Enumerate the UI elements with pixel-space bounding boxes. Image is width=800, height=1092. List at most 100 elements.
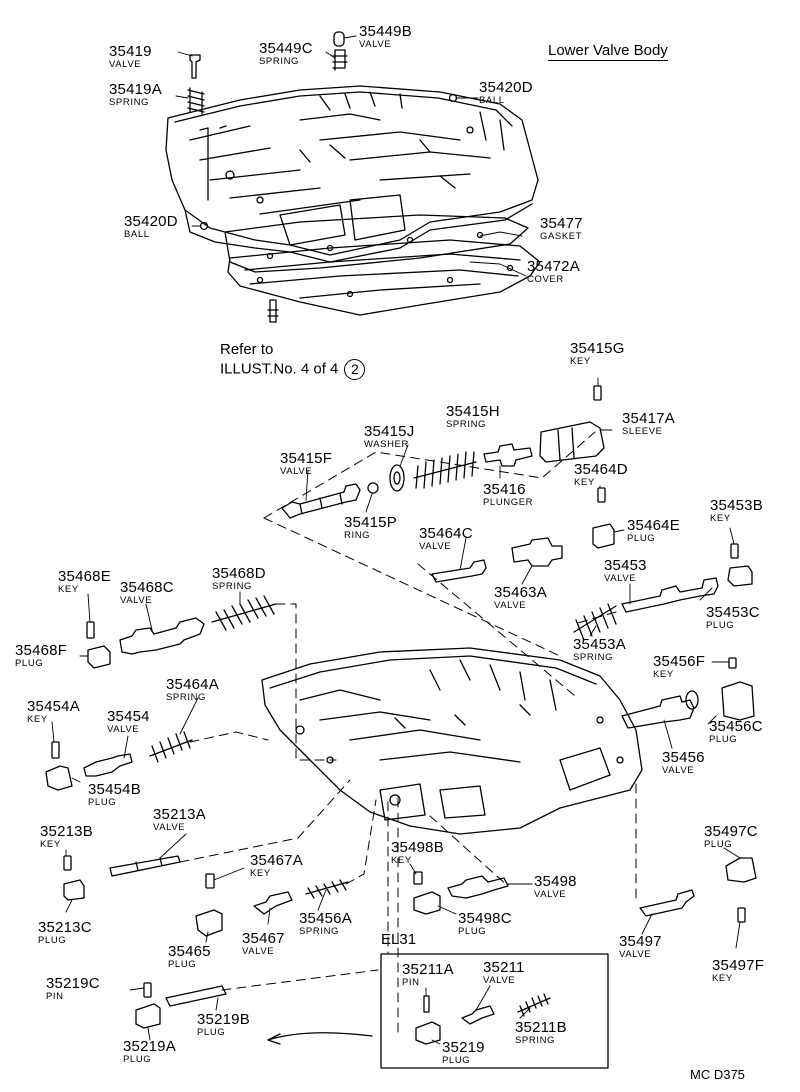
- part-type: KEY: [653, 669, 674, 680]
- part-type: KEY: [27, 714, 48, 725]
- part-type: WASHER: [364, 439, 409, 450]
- part-number: 35497F: [712, 957, 765, 974]
- part-number: 35456: [662, 749, 705, 766]
- part-type: VALVE: [483, 975, 516, 986]
- part-number: 35454A: [27, 698, 80, 715]
- part-number: 35497C: [704, 823, 758, 840]
- upper-valve-body: [165, 85, 539, 263]
- part-type: KEY: [574, 477, 595, 488]
- reference-line-1: Refer to: [220, 341, 274, 358]
- part-number: 35497: [619, 933, 662, 950]
- part-number: 35211: [483, 959, 525, 976]
- inset-box-label: EL31: [381, 931, 417, 948]
- part-type: PLUG: [15, 658, 44, 669]
- part-number: 35472A: [527, 258, 580, 275]
- part-type: VALVE: [619, 949, 652, 960]
- part-type: KEY: [391, 855, 412, 866]
- part-type: SPRING: [446, 419, 487, 430]
- part-number: 35453B: [710, 497, 763, 514]
- part-type: KEY: [250, 868, 271, 879]
- part-number: 35456A: [299, 910, 352, 927]
- part-type: SLEEVE: [622, 426, 663, 437]
- diagram-code: MC D375: [690, 1067, 745, 1082]
- part-type: VALVE: [359, 39, 392, 50]
- lower-valve-body: [261, 647, 643, 835]
- part-type: SPRING: [299, 926, 340, 937]
- part-number: 35456C: [709, 718, 763, 735]
- part-number: 35464D: [574, 461, 628, 478]
- top-small-parts: [187, 31, 458, 323]
- part-number: 35219C: [46, 975, 100, 992]
- part-number: 35498C: [458, 910, 512, 927]
- part-type: PIN: [402, 977, 420, 988]
- part-number: 35453A: [573, 636, 626, 653]
- part-number: 35449C: [259, 40, 313, 57]
- part-number: 35417A: [622, 410, 675, 427]
- part-number: 35453: [604, 557, 647, 574]
- part-number: 35415F: [280, 450, 333, 467]
- part-number: 35468D: [212, 565, 266, 582]
- part-number: 35211B: [515, 1019, 567, 1036]
- part-number: 35213C: [38, 919, 92, 936]
- part-number: 35415G: [570, 340, 625, 357]
- part-number: 35453C: [706, 604, 760, 621]
- part-type: PLUG: [709, 734, 738, 745]
- part-number: 35213B: [40, 823, 93, 840]
- part-number: 35419: [109, 43, 152, 60]
- part-number: 35415P: [344, 514, 397, 531]
- part-type: PLUG: [458, 926, 487, 937]
- el31-inset: [267, 953, 609, 1069]
- part-type: PLUG: [88, 797, 117, 808]
- part-type: KEY: [58, 584, 79, 595]
- part-type: VALVE: [534, 889, 567, 900]
- part-type: VALVE: [604, 573, 637, 584]
- part-type: PLUG: [442, 1055, 471, 1066]
- part-type: VALVE: [107, 724, 140, 735]
- part-number: 35420D: [124, 213, 178, 230]
- part-type: SPRING: [212, 581, 253, 592]
- part-type: VALVE: [153, 822, 186, 833]
- part-type: RING: [344, 530, 371, 541]
- part-type: GASKET: [540, 231, 583, 242]
- part-number: 35468C: [120, 579, 174, 596]
- part-number: 35477: [540, 215, 583, 232]
- valve-train-left: [45, 595, 757, 1029]
- part-number: 35454: [107, 708, 150, 725]
- part-number: 35454B: [88, 781, 141, 798]
- part-type: SPRING: [259, 56, 300, 67]
- part-type: COVER: [527, 274, 564, 285]
- part-type: VALVE: [419, 541, 452, 552]
- part-type: SPRING: [573, 652, 614, 663]
